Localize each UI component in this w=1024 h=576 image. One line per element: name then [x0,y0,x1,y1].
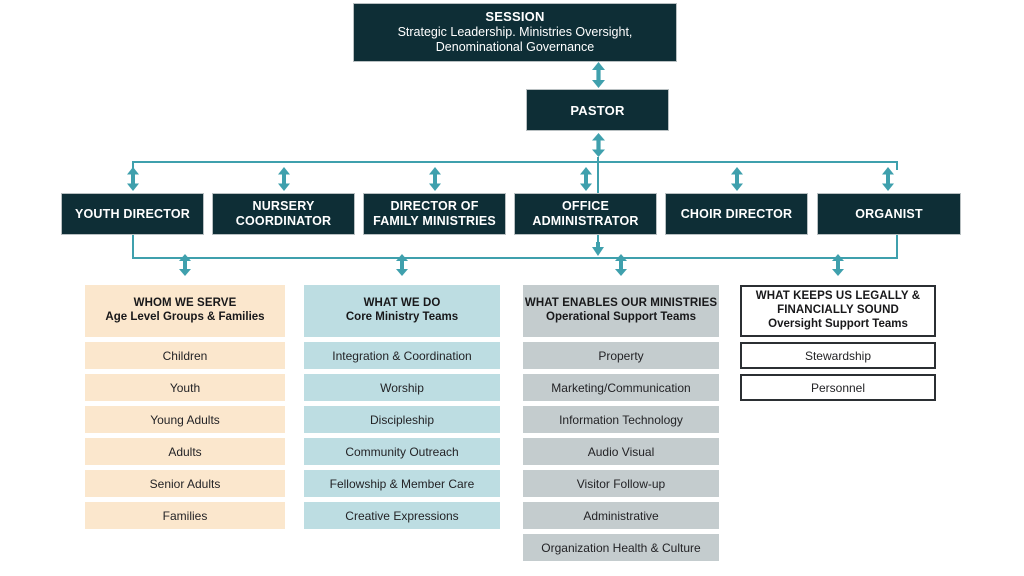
bus-line-lower-left-riser [132,234,134,259]
column-what-keeps-us-legally-financially-sound: WHAT KEEPS US LEGALLY & FINANCIALLY SOUN… [740,285,936,401]
list-item[interactable]: Community Outreach [304,438,500,465]
node-session[interactable]: SESSION Strategic Leadership. Ministries… [354,4,676,61]
list-item[interactable]: Stewardship [740,342,936,369]
bus-line-left-end [132,161,134,170]
director-3-line2: FAMILY MINISTRIES [373,214,496,228]
session-title: SESSION [485,9,545,25]
connector-arrow-lower-center [591,242,605,256]
list-item[interactable]: Organization Health & Culture [523,534,719,561]
list-item[interactable]: Fellowship & Member Care [304,470,500,497]
column-2-header: WHAT WE DO Core Ministry Teams [304,285,500,337]
connector-arrow-pastor-directors [590,133,607,157]
session-subtitle-line1: Strategic Leadership. Ministries Oversig… [397,25,633,40]
node-director-choir-director[interactable]: CHOIR DIRECTOR [666,194,807,234]
session-subtitle-line2: Denominational Governance [435,40,595,55]
list-item[interactable]: Integration & Coordination [304,342,500,369]
list-item[interactable]: Children [85,342,285,369]
column-4-header: WHAT KEEPS US LEGALLY & FINANCIALLY SOUN… [740,285,936,337]
list-item[interactable]: Worship [304,374,500,401]
list-item[interactable]: Discipleship [304,406,500,433]
connector-arrow-director-3 [427,167,443,191]
connector-arrow-director-4 [578,167,594,191]
list-item[interactable]: Property [523,342,719,369]
list-item[interactable]: Creative Expressions [304,502,500,529]
connector-arrow-director-2 [276,167,292,191]
column-4-header-line1: WHAT KEEPS US LEGALLY & FINANCIALLY SOUN… [755,290,921,317]
bus-line-lower-center-drop [597,234,599,248]
node-director-office-administrator[interactable]: OFFICE ADMINISTRATOR [515,194,656,234]
connector-arrow-director-6 [880,167,896,191]
director-4-line1: OFFICE [561,199,610,214]
bus-line-lower-right-riser [896,234,898,259]
bus-line-directors-horizontal [132,161,898,163]
connector-arrow-column-2 [394,254,410,276]
list-item[interactable]: Marketing/Communication [523,374,719,401]
connector-arrow-column-1 [177,254,193,276]
list-item[interactable]: Information Technology [523,406,719,433]
list-item[interactable]: Visitor Follow-up [523,470,719,497]
column-3-header-line2: Operational Support Teams [546,311,696,323]
node-pastor[interactable]: PASTOR [527,90,668,130]
list-item[interactable]: Young Adults [85,406,285,433]
list-item[interactable]: Adults [85,438,285,465]
connector-arrow-director-1 [125,167,141,191]
director-1-line1: YOUTH DIRECTOR [74,206,191,221]
list-item[interactable]: Senior Adults [85,470,285,497]
list-item[interactable]: Personnel [740,374,936,401]
director-4-line2: ADMINISTRATOR [532,214,639,228]
node-director-organist[interactable]: ORGANIST [818,194,960,234]
connector-arrow-session-pastor [590,62,607,88]
list-item[interactable]: Youth [85,374,285,401]
director-2-line1: NURSERY [252,199,315,214]
column-3-header: WHAT ENABLES OUR MINISTRIES Operational … [523,285,719,337]
column-2-header-line1: WHAT WE DO [363,297,441,310]
column-what-enables-our-ministries: WHAT ENABLES OUR MINISTRIES Operational … [523,285,719,561]
director-2-line2: COORDINATOR [235,214,332,228]
node-director-director-of-family-ministries[interactable]: DIRECTOR OF FAMILY MINISTRIES [364,194,505,234]
director-3-line1: DIRECTOR OF [390,199,479,214]
connector-arrow-column-3 [613,254,629,276]
connector-arrow-column-4 [830,254,846,276]
column-1-header: WHOM WE SERVE Age Level Groups & Familie… [85,285,285,337]
column-3-header-line1: WHAT ENABLES OUR MINISTRIES [524,297,718,310]
connector-arrow-director-5 [729,167,745,191]
column-what-we-do: WHAT WE DO Core Ministry Teams Integrati… [304,285,500,529]
director-5-line1: CHOIR DIRECTOR [680,206,793,221]
column-whom-we-serve: WHOM WE SERVE Age Level Groups & Familie… [85,285,285,529]
node-director-nursery-coordinator[interactable]: NURSERY COORDINATOR [213,194,354,234]
director-6-line1: ORGANIST [855,206,923,221]
bus-line-right-end [896,161,898,170]
column-1-header-line2: Age Level Groups & Families [105,311,265,323]
list-item[interactable]: Administrative [523,502,719,529]
column-4-header-line2: Oversight Support Teams [768,317,908,330]
list-item[interactable]: Families [85,502,285,529]
column-2-header-line2: Core Ministry Teams [345,311,459,323]
list-item[interactable]: Audio Visual [523,438,719,465]
bus-line-columns-horizontal [132,257,898,259]
column-1-header-line1: WHOM WE SERVE [133,297,237,310]
node-director-youth-director[interactable]: YOUTH DIRECTOR [62,194,203,234]
bus-line-center-drop [597,157,599,194]
pastor-title: PASTOR [570,102,625,118]
